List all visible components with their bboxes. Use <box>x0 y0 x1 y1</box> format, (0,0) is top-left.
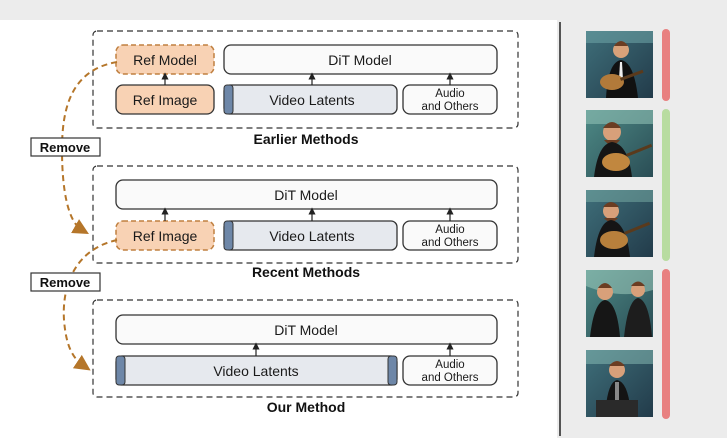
ours-audio-line2: and Others <box>422 372 479 384</box>
remove-arrow-2 <box>62 239 118 371</box>
ours-video-latents-label: Video Latents <box>213 363 298 379</box>
thumb-guitarist-2 <box>586 110 653 177</box>
thumb-speaker-group <box>586 270 653 337</box>
recent-audio-box: Audio and Others <box>402 220 498 251</box>
earlier-ref-image-box: Ref Image <box>115 84 215 115</box>
remove-label-2: Remove <box>40 275 91 290</box>
recent-ref-image-label: Ref Image <box>133 228 198 244</box>
recent-dit-model-label: DiT Model <box>274 187 338 203</box>
recent-methods-panel <box>92 165 519 264</box>
indicator-bar-red-top <box>662 29 670 101</box>
remove-label-2-box: Remove <box>30 272 101 292</box>
remove-label-1: Remove <box>40 140 91 155</box>
remove-label-1-box: Remove <box>30 137 101 157</box>
ours-video-latents-box: Video Latents <box>115 355 398 386</box>
earlier-audio-box: Audio and Others <box>402 84 498 115</box>
earlier-ref-model-box: Ref Model <box>115 44 215 75</box>
thumb-guitarist-3 <box>586 190 653 257</box>
recent-video-latents-label: Video Latents <box>269 228 354 244</box>
earlier-ref-image-label: Ref Image <box>133 92 198 108</box>
thumb-guitarist-1 <box>586 31 653 98</box>
earlier-methods-title: Earlier Methods <box>253 131 358 147</box>
our-method-panel <box>92 299 519 398</box>
earlier-dit-model-label: DiT Model <box>328 52 392 68</box>
earlier-video-latents-label: Video Latents <box>269 92 354 108</box>
ours-audio-line1: Audio <box>435 359 464 371</box>
our-method-title: Our Method <box>267 399 346 415</box>
earlier-ref-model-label: Ref Model <box>133 52 197 68</box>
recent-audio-line2: and Others <box>422 237 479 249</box>
ours-audio-box: Audio and Others <box>402 355 498 386</box>
recent-dit-model-box: DiT Model <box>115 179 498 210</box>
earlier-audio-line1: Audio <box>435 88 464 100</box>
recent-video-latents-box: Video Latents <box>223 220 398 251</box>
indicator-bar-green <box>662 109 670 261</box>
recent-methods-title: Recent Methods <box>252 264 360 280</box>
recent-ref-image-box: Ref Image <box>115 220 215 251</box>
earlier-audio-line2: and Others <box>422 101 479 113</box>
earlier-video-latents-box: Video Latents <box>223 84 398 115</box>
earlier-dit-model-box: DiT Model <box>223 44 498 75</box>
thumb-speaker-podium <box>586 350 653 417</box>
indicator-bar-red-bottom <box>662 269 670 419</box>
ours-dit-model-box: DiT Model <box>115 314 498 345</box>
earlier-methods-panel <box>92 30 519 129</box>
ours-dit-model-label: DiT Model <box>274 322 338 338</box>
recent-audio-line1: Audio <box>435 224 464 236</box>
